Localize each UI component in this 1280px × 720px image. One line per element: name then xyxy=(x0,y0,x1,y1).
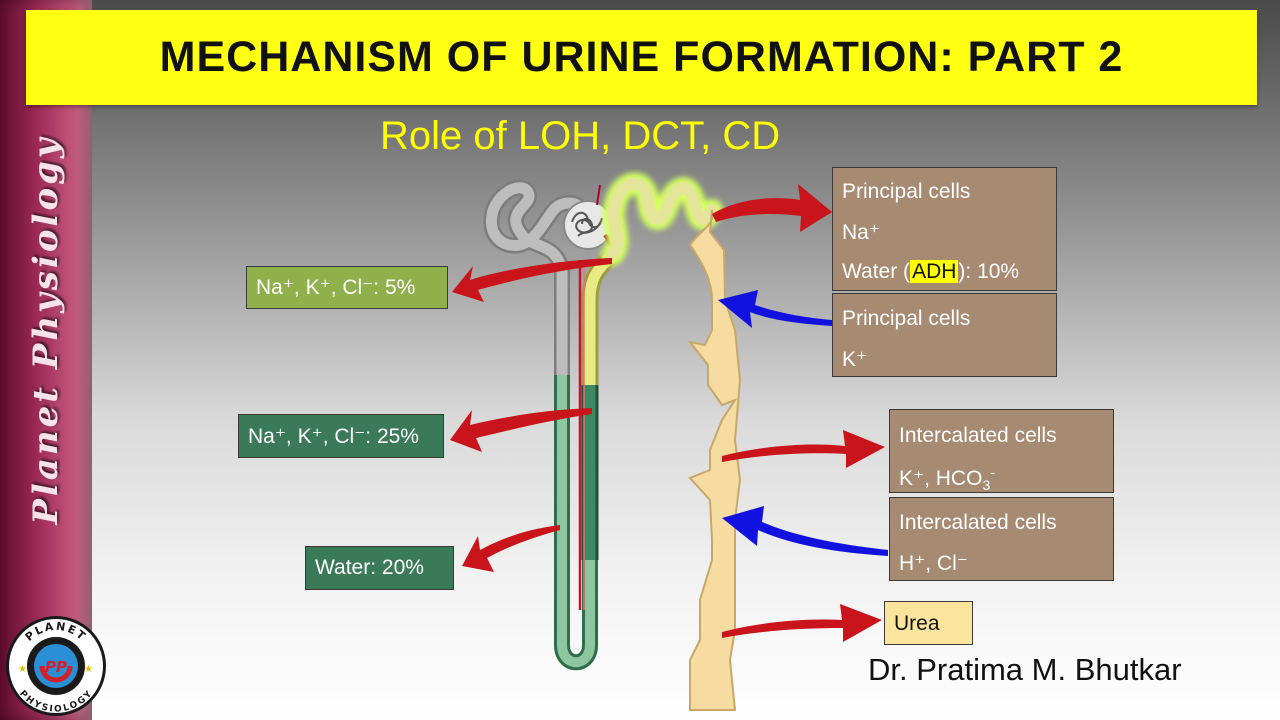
slide-subtitle: Role of LOH, DCT, CD xyxy=(380,114,781,158)
logo-center-text: PP xyxy=(45,658,67,676)
blue-arrows xyxy=(718,290,888,556)
planet-physiology-logo: PP PLANET PHYSIOLOGY ★ ★ xyxy=(6,616,106,716)
intercalated-1-ions-main: K⁺, HCO xyxy=(899,467,983,490)
intercalated-2-ions: H⁺, Cl⁻ xyxy=(899,552,968,575)
water-suffix: ): 10% xyxy=(958,260,1020,283)
arrow-from-intercalated-h xyxy=(722,506,888,556)
sidebar-banner: Planet Physiology xyxy=(0,0,92,720)
adh-highlight: ADH xyxy=(910,260,959,283)
water-prefix: Water ( xyxy=(842,260,911,283)
box-urea: Urea xyxy=(884,601,973,645)
ascending-limb xyxy=(578,249,619,610)
intercalated-2-title: Intercalated cells xyxy=(899,511,1057,534)
label-descending-text: Water: 20% xyxy=(315,556,424,579)
arrow-to-na-k-cl-5 xyxy=(452,258,612,302)
principal-1-water: Water (ADH): 10% xyxy=(842,260,1019,284)
arrow-to-urea xyxy=(722,604,882,642)
intercalated-1-title: Intercalated cells xyxy=(899,424,1057,447)
red-arrows xyxy=(450,184,885,642)
logo-star-left: ★ xyxy=(18,664,27,675)
principal-2-ion: K⁺ xyxy=(842,348,868,371)
proximal-tubule xyxy=(483,179,594,383)
box-intercalated-h-cl: Intercalated cells H⁺, Cl⁻ xyxy=(889,497,1114,581)
box-principal-na-water: Principal cells Na⁺ Water (ADH): 10% xyxy=(832,167,1057,291)
label-thick-ascending: Na⁺, K⁺, Cl⁻: 5% xyxy=(246,266,448,309)
arrow-to-water-20 xyxy=(462,525,560,572)
box-principal-k: Principal cells K⁺ xyxy=(832,293,1057,377)
urea-text: Urea xyxy=(894,612,940,635)
label-thin-ascending: Na⁺, K⁺, Cl⁻: 25% xyxy=(238,414,444,458)
label-thick-ascending-text: Na⁺, K⁺, Cl⁻: 5% xyxy=(256,276,416,299)
logo-star-right: ★ xyxy=(84,664,93,675)
hco3-subscript: 3 xyxy=(982,477,991,494)
principal-1-ion: Na⁺ xyxy=(842,221,880,244)
author-credit: Dr. Pratima M. Bhutkar xyxy=(868,652,1182,687)
hco3-superscript: - xyxy=(990,464,995,480)
principal-1-title: Principal cells xyxy=(842,180,971,203)
label-thin-ascending-text: Na⁺, K⁺, Cl⁻: 25% xyxy=(248,425,419,448)
distal-tubule xyxy=(601,172,723,266)
label-descending: Water: 20% xyxy=(305,546,454,590)
arrow-from-principal-k xyxy=(718,290,832,328)
descending-limb xyxy=(554,375,598,671)
slide-title: MECHANISM OF URINE FORMATION: PART 2 xyxy=(159,33,1124,81)
arrow-to-principal-na xyxy=(712,184,832,232)
arrow-to-intercalated-k xyxy=(722,430,885,468)
title-banner: MECHANISM OF URINE FORMATION: PART 2 xyxy=(26,10,1257,105)
principal-2-title: Principal cells xyxy=(842,307,971,330)
collecting-duct xyxy=(687,209,742,711)
box-intercalated-k-hco3: Intercalated cells K⁺, HCO3- xyxy=(889,409,1114,493)
intercalated-1-ions: K⁺, HCO3- xyxy=(899,464,995,493)
arrow-to-na-k-cl-25 xyxy=(450,408,592,452)
